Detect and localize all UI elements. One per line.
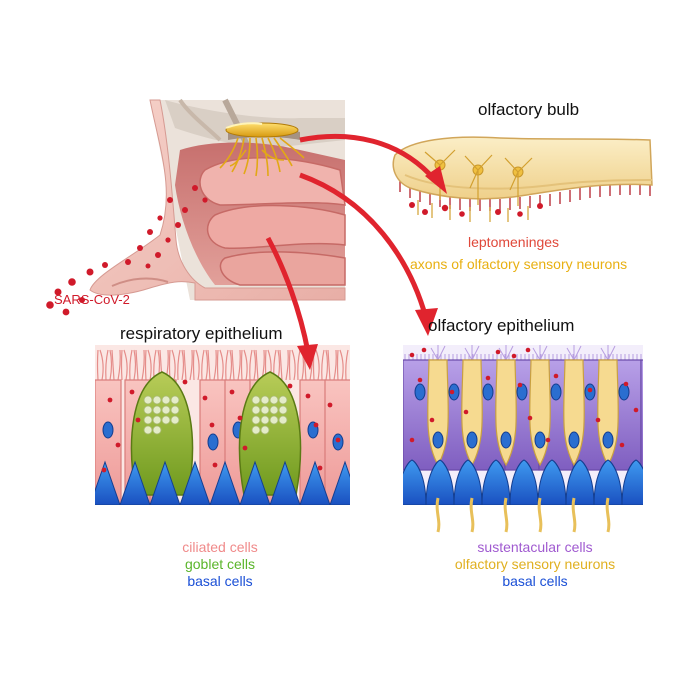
cell-nucleus bbox=[482, 383, 494, 401]
cell-nucleus bbox=[602, 431, 614, 449]
cell-nucleus bbox=[550, 383, 562, 401]
basal-cell bbox=[593, 459, 623, 505]
cell-nucleus bbox=[466, 431, 478, 449]
legend-sustentacular: sustentacular cells bbox=[477, 539, 593, 555]
olfactory-nerve-fibers bbox=[219, 137, 305, 177]
basal-cell bbox=[509, 459, 539, 505]
cell-nucleus bbox=[618, 383, 630, 401]
cell-nucleus bbox=[534, 431, 546, 449]
basal-cell bbox=[621, 459, 643, 505]
basal-cell bbox=[565, 459, 595, 505]
infection-arrows bbox=[265, 133, 447, 370]
virus-particles-nose bbox=[46, 185, 208, 316]
legend-goblet: goblet cells bbox=[184, 556, 256, 572]
basal-cell bbox=[119, 460, 151, 505]
cell-nucleus bbox=[568, 431, 580, 449]
nasal-cavity-illustration bbox=[89, 98, 346, 301]
legend-ciliated: ciliated cells bbox=[182, 539, 258, 555]
leptomeninges-label: leptomeninges bbox=[468, 234, 560, 250]
basal-cell bbox=[481, 459, 511, 505]
respiratory-legend: ciliated cells goblet cells basal cells bbox=[125, 540, 315, 591]
basal-cell bbox=[537, 459, 567, 505]
respiratory-epithelium-illustration bbox=[95, 345, 350, 505]
basal-cell bbox=[179, 460, 211, 505]
basal-cell bbox=[425, 459, 455, 505]
axons-label: axons of olfactory sensory neurons bbox=[410, 256, 628, 272]
sustentacular-cell bbox=[640, 359, 643, 471]
legend-basal-resp: basal cells bbox=[187, 573, 253, 589]
legend-basal-olf: basal cells bbox=[502, 573, 568, 589]
olfactory-bulb-label: olfactory bulb bbox=[478, 100, 580, 119]
cell-nucleus bbox=[432, 431, 444, 449]
olfactory-legend: sustentacular cells olfactory sensory ne… bbox=[420, 540, 650, 591]
cell-nucleus bbox=[102, 421, 114, 439]
basal-cell bbox=[299, 460, 331, 505]
respiratory-epithelium-label: respiratory epithelium bbox=[120, 324, 283, 343]
basal-cell bbox=[209, 460, 241, 505]
cell-nucleus bbox=[653, 384, 663, 400]
cell-nucleus bbox=[207, 433, 219, 451]
basal-cell bbox=[149, 460, 181, 505]
virus-label: SARS-CoV-2 bbox=[54, 292, 130, 307]
basal-cell bbox=[239, 460, 271, 505]
basal-cell bbox=[403, 459, 427, 505]
basal-cell bbox=[269, 460, 301, 505]
olfactory-epithelium-illustration bbox=[403, 345, 663, 505]
cell-nucleus bbox=[500, 431, 512, 449]
basal-cell bbox=[329, 460, 350, 505]
basal-cell bbox=[453, 459, 483, 505]
legend-neurons: olfactory sensory neurons bbox=[454, 556, 616, 572]
cell-nucleus bbox=[414, 383, 426, 401]
basal-cell bbox=[95, 460, 121, 505]
olfactory-epithelium-label: olfactory epithelium bbox=[428, 316, 575, 335]
neuron-axons bbox=[435, 497, 611, 533]
